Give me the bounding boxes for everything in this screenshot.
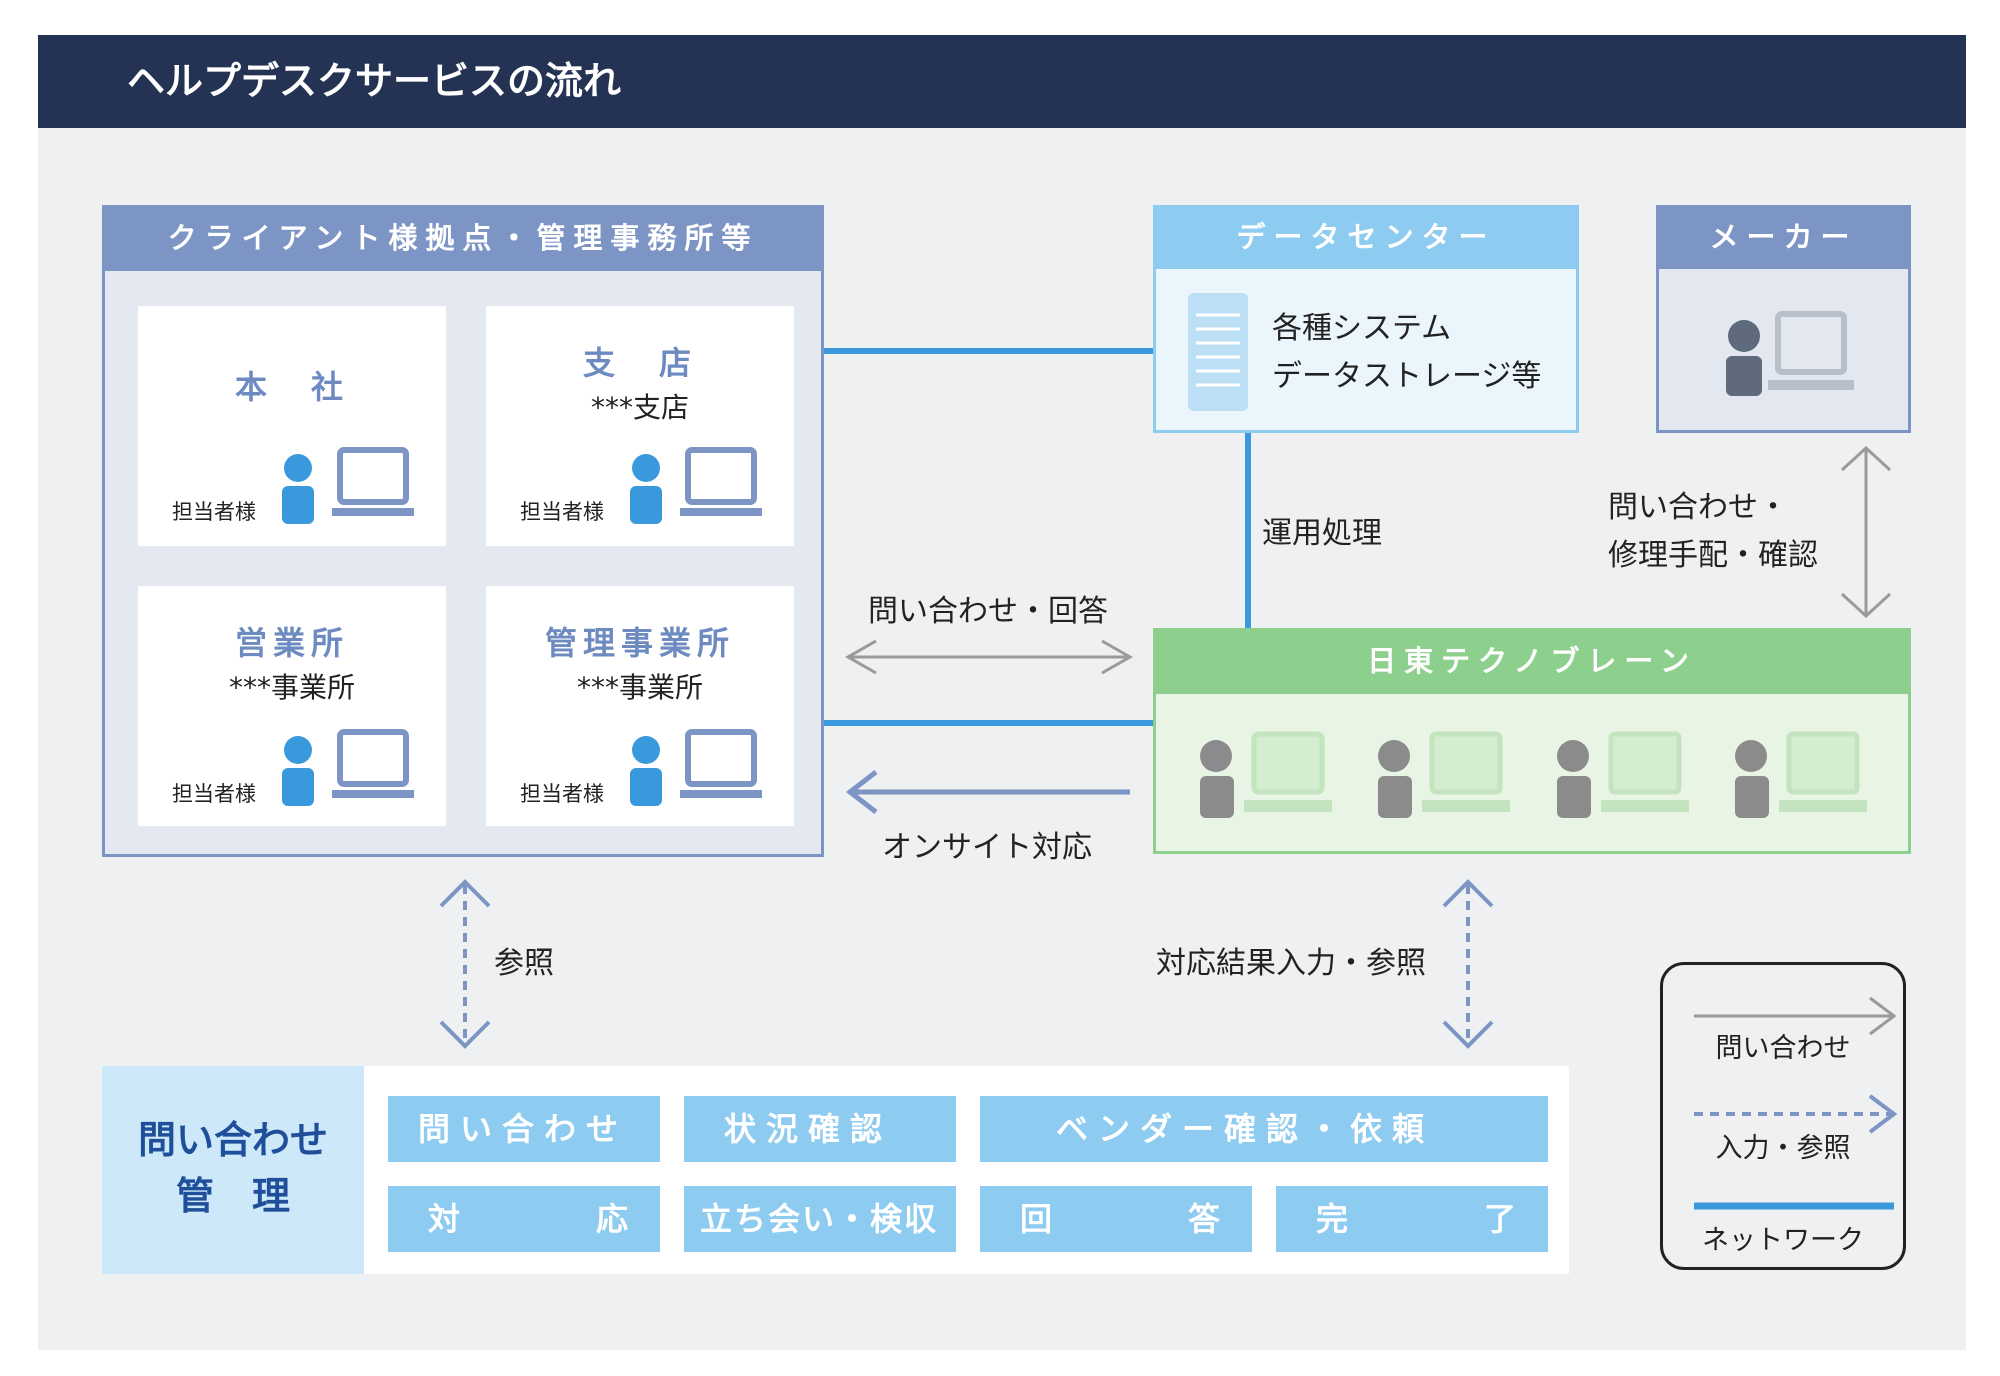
legend-input-label: 入力・参照 [1715, 1133, 1851, 1164]
reference-arrow [439, 879, 491, 1049]
staff-label: 担当者様 [520, 782, 604, 806]
office-sub-kanri: ***事業所 [576, 671, 703, 704]
datacenter-description: 各種システム データストレージ等 [1272, 305, 1541, 401]
tag-answer: 回 答 [980, 1186, 1252, 1252]
reference-label: 参照 [494, 946, 554, 981]
tag-complete: 完 了 [1276, 1186, 1548, 1252]
legend-network-label: ネットワーク [1702, 1225, 1864, 1256]
datacenter-heading: データセンター [1153, 205, 1579, 269]
maker-staff-icon [1726, 311, 1854, 396]
tag-response: 対 応 [388, 1186, 660, 1252]
tag-status: 状況確認 [684, 1096, 956, 1162]
legend-inquiry-arrow [1694, 996, 1897, 1036]
header-bar [38, 35, 1966, 128]
maker-inquiry-line2: 修理手配・確認 [1608, 538, 1818, 573]
maker-inquiry-line1: 問い合わせ・ [1608, 490, 1788, 525]
office-sub-shiten: ***支店 [590, 391, 689, 424]
staff-label: 担当者様 [172, 782, 256, 806]
server-icon [1188, 293, 1248, 411]
datacenter-line1: 各種システム [1272, 311, 1452, 346]
legend-inquiry-label: 問い合わせ [1715, 1033, 1851, 1064]
management-title-line1: 問い合わせ [137, 1118, 328, 1162]
client-heading: クライアント様拠点・管理事務所等 [102, 205, 824, 271]
operation-label: 運用処理 [1262, 516, 1382, 551]
office-name-eigyosho: 営業所 [234, 624, 349, 662]
onsite-arrow [845, 770, 1130, 814]
page-title: ヘルプデスクサービスの流れ [127, 59, 622, 103]
maker-arrow [1840, 445, 1892, 619]
nitto-heading: 日東テクノブレーン [1153, 628, 1911, 694]
result-input-label: 対応結果入力・参照 [1156, 946, 1426, 981]
inquiry-answer-arrow [844, 639, 1134, 675]
office-sub-eigyosho: ***事業所 [228, 671, 355, 704]
maker-heading: メーカー [1656, 205, 1911, 269]
onsite-label: オンサイト対応 [882, 830, 1092, 865]
management-title-line2: 管 理 [175, 1174, 290, 1218]
office-name-shiten: 支 店 [582, 344, 697, 382]
tag-inspection: 立ち会い・検収 [684, 1186, 956, 1252]
staff-label: 担当者様 [172, 500, 256, 524]
office-name-kanri: 管理事業所 [544, 624, 735, 662]
datacenter-line2: データストレージ等 [1272, 359, 1542, 394]
management-title: 問い合わせ 管 理 [102, 1112, 364, 1224]
legend-dashed-arrow [1694, 1094, 1898, 1134]
maker-inquiry-label: 問い合わせ・ 修理手配・確認 [1608, 484, 1818, 580]
management-title-panel [102, 1066, 364, 1274]
staff-label: 担当者様 [520, 500, 604, 524]
inquiry-answer-label: 問い合わせ・回答 [868, 594, 1108, 629]
office-name-honsha: 本 社 [234, 368, 349, 406]
tag-vendor: ベンダー確認・依頼 [980, 1096, 1548, 1162]
tag-inquiry: 問い合わせ [388, 1096, 660, 1162]
result-input-arrow [1442, 879, 1494, 1049]
